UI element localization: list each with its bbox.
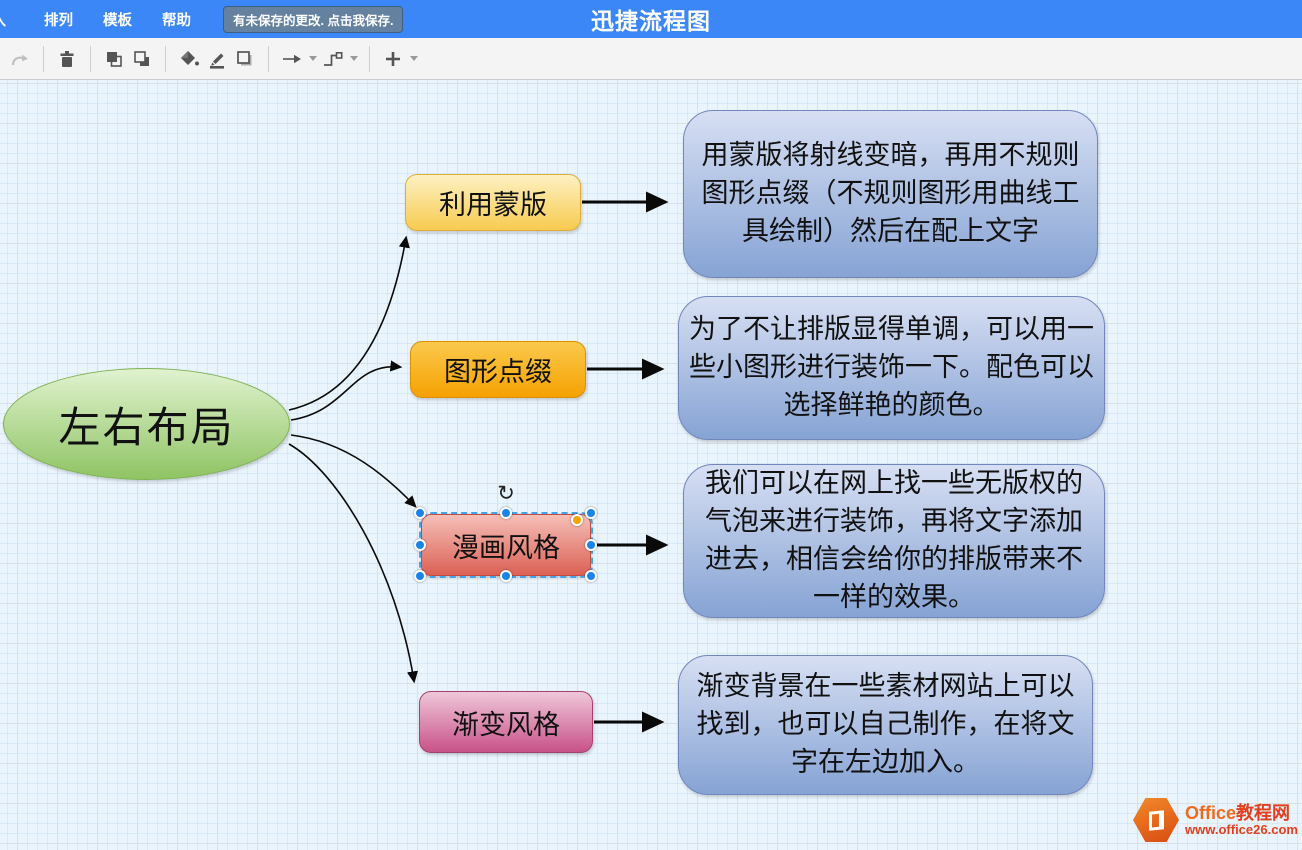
rotate-handle-icon[interactable]: ↻ — [497, 481, 515, 505]
node-root-label: 左右布局 — [58, 402, 235, 452]
resize-handle-s[interactable] — [500, 570, 512, 582]
line-color-icon[interactable] — [203, 45, 231, 73]
toolbar-divider — [43, 45, 44, 72]
desc-use-mask[interactable]: 用蒙版将射线变暗，再用不规则图形点缀（不规则图形用曲线工具绘制）然后在配上文字 — [683, 110, 1098, 278]
resize-handle-se[interactable] — [585, 570, 597, 582]
trash-icon[interactable] — [53, 45, 81, 73]
node-shape-accent-label: 图形点缀 — [444, 357, 552, 388]
resize-handle-n[interactable] — [500, 507, 512, 519]
arrow-style-icon[interactable] — [278, 45, 306, 73]
watermark-logo: Office教程网 www.office26.com — [1133, 798, 1298, 842]
node-shape-accent[interactable]: 图形点缀 — [410, 341, 586, 398]
desc-comic-style-text: 我们可以在网上找一些无版权的气泡来进行装饰，再将文字添加进去，相信会给你的排版带… — [705, 468, 1083, 613]
toolbar-divider — [90, 45, 91, 72]
style-handle[interactable] — [571, 514, 583, 526]
node-gradient-style-label: 渐变风格 — [452, 709, 560, 741]
watermark-brand-en: Office — [1185, 802, 1237, 823]
unsaved-changes-save-button[interactable]: 有未保存的更改. 点击我保存. — [223, 5, 404, 33]
desc-gradient-style[interactable]: 渐变背景在一些素材网站上可以找到，也可以自己制作，在将文字在左边加入。 — [678, 655, 1093, 795]
node-use-mask[interactable]: 利用蒙版 — [405, 174, 581, 231]
redo-icon[interactable] — [6, 45, 34, 73]
connector-root-to-mask[interactable] — [288, 235, 410, 411]
connector-root-to-shape-accent[interactable] — [290, 360, 403, 421]
desc-gradient-style-text: 渐变背景在一些素材网站上可以找到，也可以自己制作，在将文字在左边加入。 — [696, 671, 1075, 778]
resize-handle-nw[interactable] — [414, 507, 426, 519]
toolbar-divider — [268, 45, 269, 72]
toolbar-divider — [165, 45, 166, 72]
menu-item-help[interactable]: 帮助 — [162, 12, 191, 29]
watermark-brand-cn: 教程网 — [1236, 802, 1291, 823]
bring-to-front-icon[interactable] — [100, 45, 128, 73]
resize-handle-e[interactable] — [585, 539, 597, 551]
node-comic-style-label: 漫画风格 — [452, 532, 560, 564]
arrow-style-caret-icon[interactable] — [309, 56, 317, 61]
node-gradient-style[interactable]: 渐变风格 — [419, 691, 593, 753]
menu-item-template[interactable]: 模板 — [103, 12, 132, 29]
add-shape-icon[interactable] — [379, 45, 407, 73]
office-hexagon-icon — [1133, 798, 1179, 842]
menu-item-arrange[interactable]: 排列 — [44, 12, 73, 29]
connector-style-icon[interactable] — [319, 45, 347, 73]
resize-handle-ne[interactable] — [585, 507, 597, 519]
node-comic-style-selected[interactable]: 漫画风格 — [419, 512, 593, 578]
shape-style-icon[interactable] — [231, 45, 259, 73]
node-use-mask-label: 利用蒙版 — [439, 190, 547, 221]
desc-use-mask-text: 用蒙版将射线变暗，再用不规则图形点缀（不规则图形用曲线工具绘制）然后在配上文字 — [701, 140, 1080, 247]
diagram-canvas[interactable]: 左右布局 利用蒙版 图形点缀 漫画风格 渐变风格 用蒙版将射线变暗，再用不规则图… — [0, 80, 1302, 850]
fill-color-icon[interactable] — [175, 45, 203, 73]
resize-handle-sw[interactable] — [414, 570, 426, 582]
resize-handle-w[interactable] — [414, 539, 426, 551]
header-bar: 入 排列 模板 帮助 有未保存的更改. 点击我保存. 迅捷流程图 — [0, 0, 1302, 38]
connector-root-to-gradient[interactable] — [288, 443, 419, 684]
node-root-layout[interactable]: 左右布局 — [3, 368, 290, 480]
desc-shape-accent[interactable]: 为了不让排版显得单调，可以用一些小图形进行装饰一下。配色可以选择鲜艳的颜色。 — [678, 296, 1105, 440]
watermark-text: Office教程网 www.office26.com — [1185, 802, 1298, 837]
add-shape-caret-icon[interactable] — [410, 56, 418, 61]
app-title: 迅捷流程图 — [591, 8, 711, 34]
desc-comic-style[interactable]: 我们可以在网上找一些无版权的气泡来进行装饰，再将文字添加进去，相信会给你的排版带… — [683, 464, 1105, 618]
watermark-url: www.office26.com — [1185, 821, 1298, 837]
connector-style-caret-icon[interactable] — [350, 56, 358, 61]
menu-item-clipped[interactable]: 入 — [0, 9, 14, 30]
office-glyph-icon — [1148, 809, 1164, 831]
selection-overlay: ↻ — [414, 481, 597, 582]
toolbar-divider — [369, 45, 370, 72]
desc-shape-accent-text: 为了不让排版显得单调，可以用一些小图形进行装饰一下。配色可以选择鲜艳的颜色。 — [689, 314, 1094, 421]
menu-item-clipped-label: 入 — [0, 9, 6, 30]
connector-root-to-comic[interactable] — [290, 434, 417, 508]
send-to-back-icon[interactable] — [128, 45, 156, 73]
toolbar — [0, 38, 1302, 80]
